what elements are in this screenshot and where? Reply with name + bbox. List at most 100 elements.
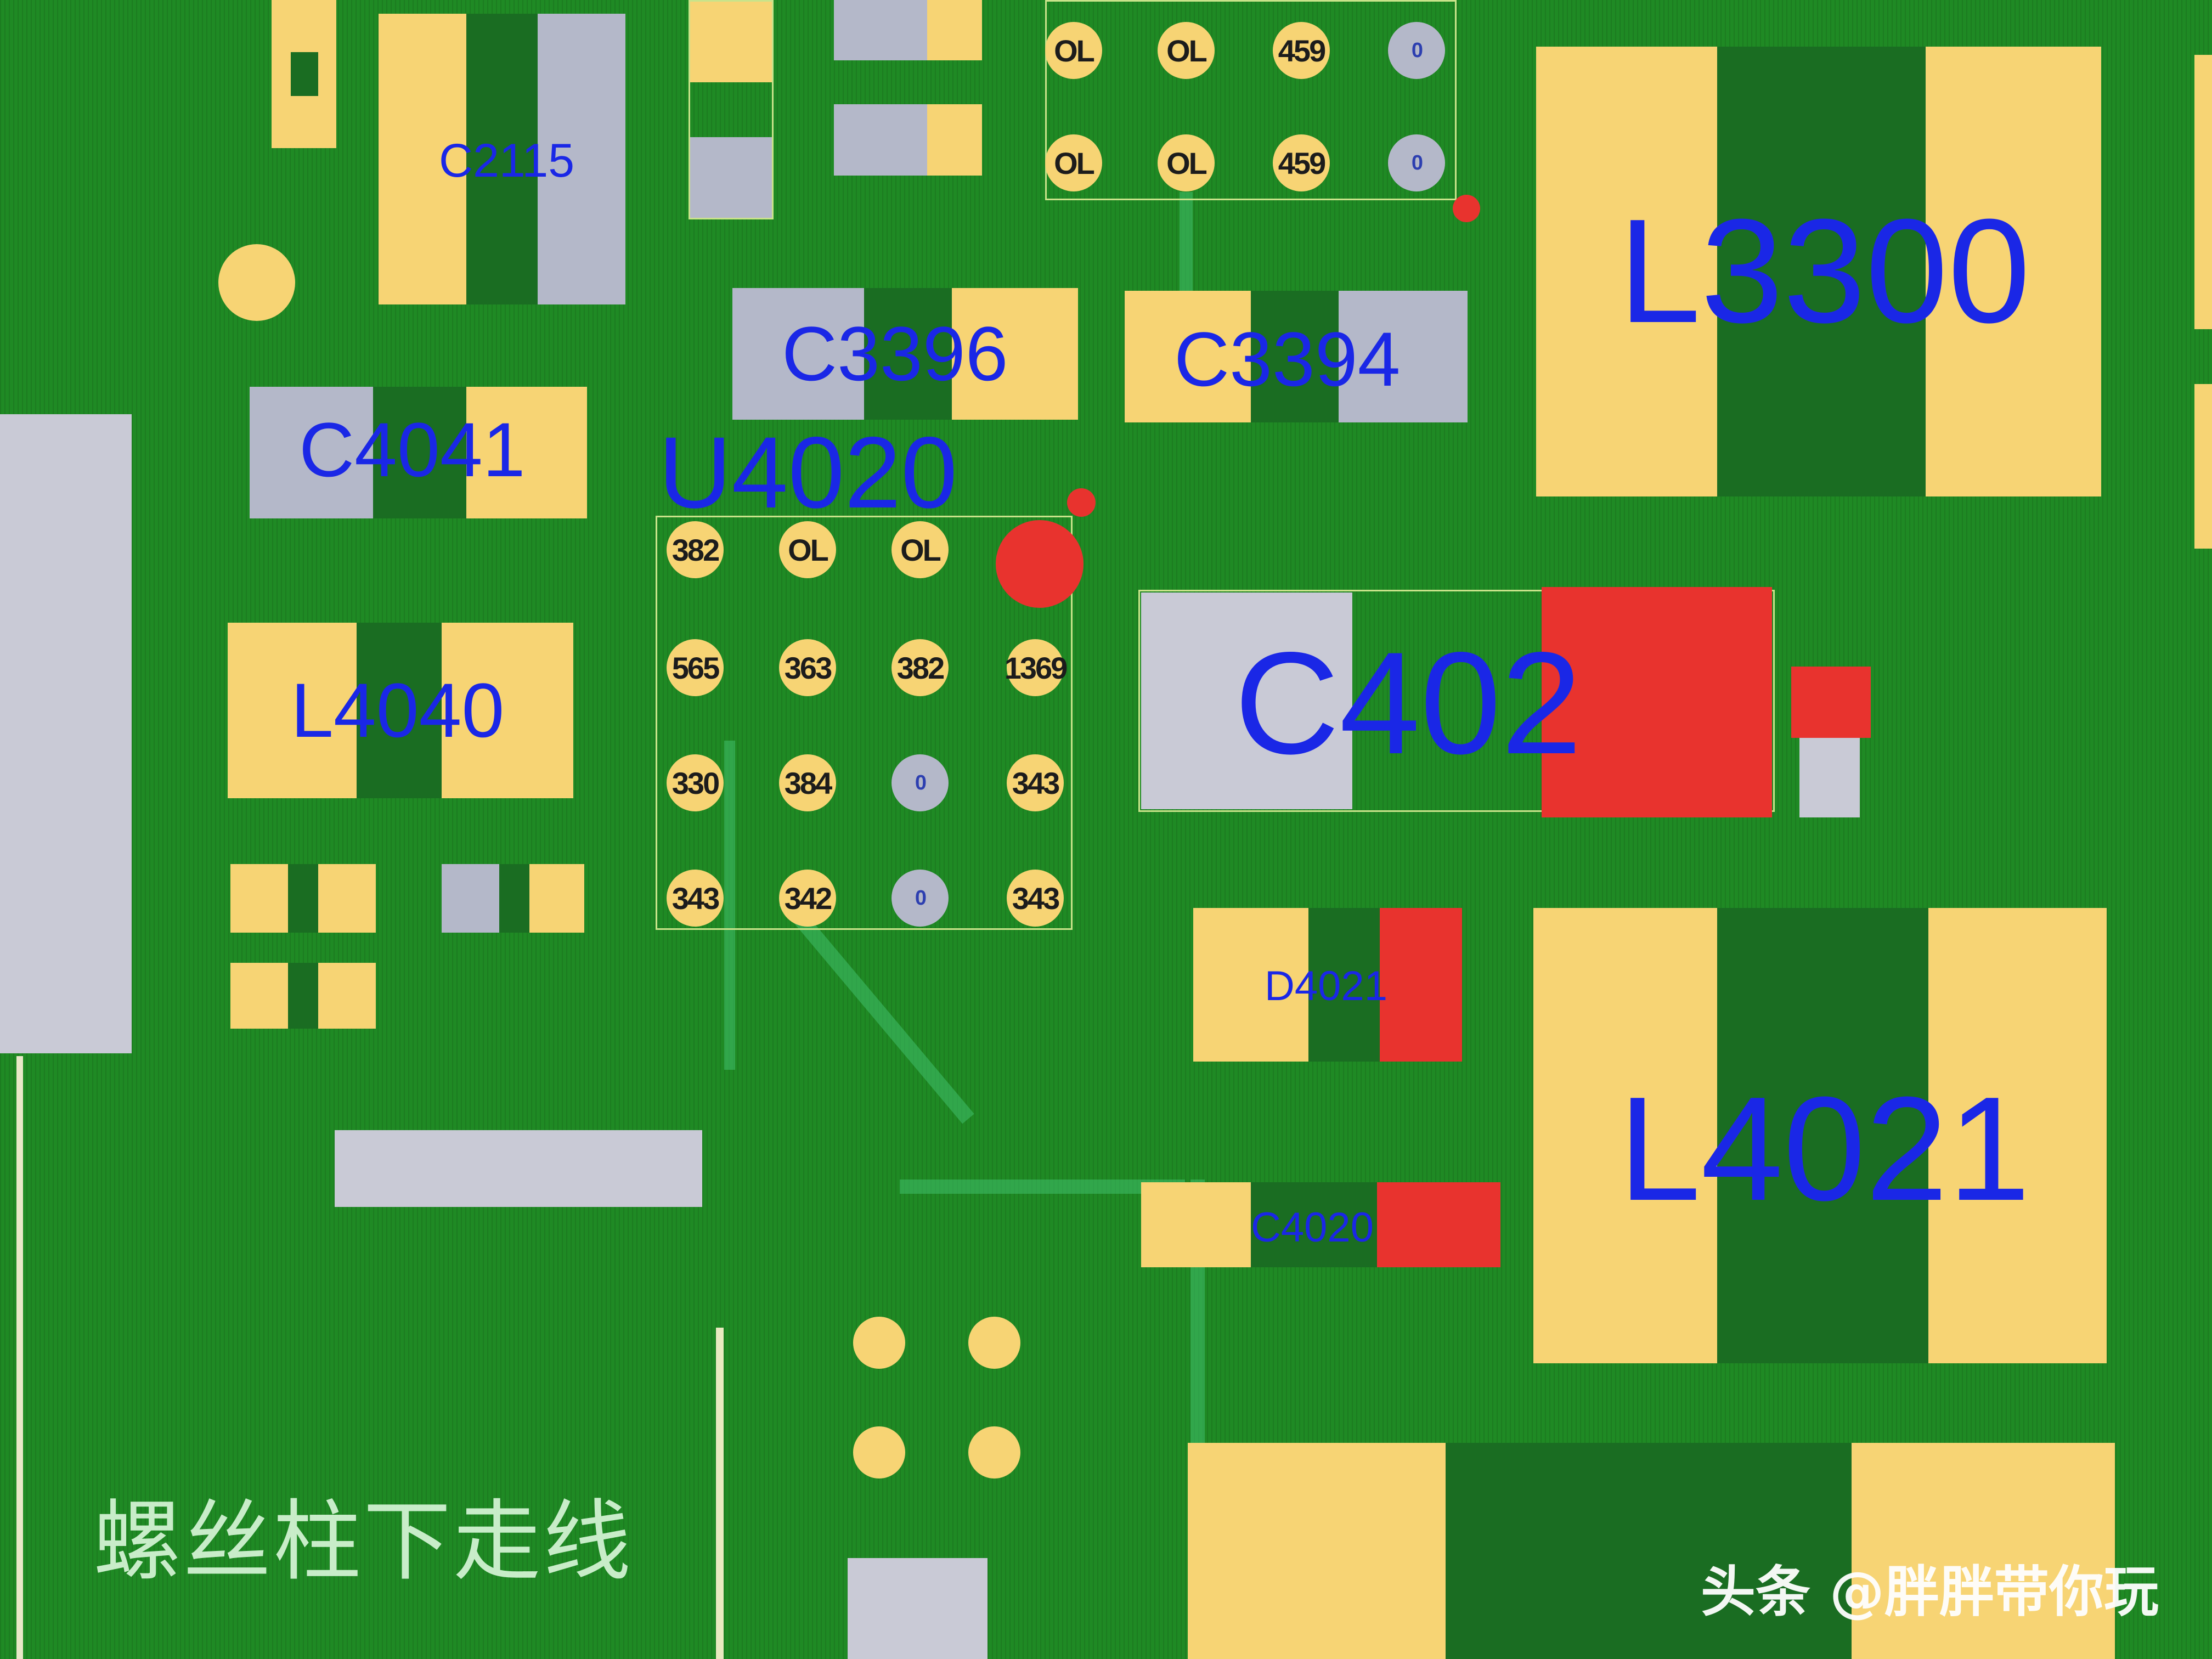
- capacitor-pad-highlight: [1377, 1182, 1500, 1267]
- small-component: [442, 864, 584, 933]
- small-resistor: [834, 104, 927, 176]
- test-point: [968, 1426, 1020, 1479]
- bga-ball: 342: [779, 870, 836, 927]
- small-resistor-pad: [927, 104, 982, 176]
- pcb-trace: [1180, 192, 1193, 302]
- top-connector-ball: OL: [1045, 134, 1102, 191]
- inductor-bottom: [1188, 1443, 2115, 1659]
- inductor-l3300: [1536, 47, 2101, 496]
- inductor-body: [1717, 908, 1928, 1363]
- bga-ball: 384: [779, 754, 836, 811]
- bga-ball: 565: [667, 639, 724, 696]
- small-resistor-pad: [927, 0, 982, 60]
- capacitor-pad-grey: [250, 387, 373, 518]
- pin1-marker: [1453, 195, 1480, 222]
- capacitor-body: [1251, 1182, 1377, 1267]
- small-pad-grey: [689, 137, 774, 219]
- capacitor-c2115: [379, 14, 625, 304]
- label-c402: C402: [1234, 622, 1582, 785]
- inductor-l4021: [1533, 908, 2107, 1363]
- diode-body: [1308, 908, 1380, 1062]
- bga-ball: 382: [667, 521, 724, 578]
- capacitor-c3396: [732, 288, 1078, 420]
- capacitor-c3394: [1125, 291, 1468, 422]
- test-point: [968, 1317, 1020, 1369]
- inductor-body: [1446, 1443, 1852, 1659]
- label-c3394: C3394: [1174, 316, 1401, 402]
- small-component-body: [499, 864, 529, 933]
- top-connector-ball: OL: [1158, 22, 1215, 79]
- label-d4021: D4021: [1265, 963, 1387, 1009]
- bga-ball: 382: [891, 639, 949, 696]
- bga-ball: OL: [779, 521, 836, 578]
- small-component-body: [288, 864, 318, 933]
- watermark: 头条 @胖胖带你玩: [1701, 1560, 2159, 1624]
- label-c4020: C4020: [1251, 1204, 1374, 1251]
- small-component-body: [288, 963, 318, 1029]
- small-pad-grey: [1799, 738, 1860, 817]
- bga-ball: 343: [1007, 754, 1064, 811]
- label-c3396: C3396: [782, 311, 1008, 397]
- grey-shield-pad: [0, 414, 132, 1053]
- diode-d4021: [1193, 908, 1462, 1062]
- bga-ball: 0: [891, 754, 949, 811]
- small-component-grey: [442, 864, 499, 933]
- pin1-marker-small: [1067, 488, 1096, 517]
- capacitor-c402-pad-grey: [1141, 592, 1352, 809]
- top-connector-ball: 459: [1273, 134, 1330, 191]
- annotation-text: 螺丝柱下走线: [93, 1490, 634, 1593]
- component-outline: [689, 0, 774, 219]
- capacitor-c4041: [250, 387, 587, 518]
- capacitor-pad-grey: [1339, 291, 1468, 422]
- small-pad-grey: [848, 1558, 988, 1659]
- bga-ball: 330: [667, 754, 724, 811]
- small-pad: [689, 0, 774, 82]
- top-connector-ball: 0: [1388, 22, 1445, 79]
- capacitor-pad-grey: [732, 288, 864, 420]
- inductor-l4040: [228, 623, 573, 798]
- capacitor-c402-outline: [1138, 590, 1775, 812]
- test-point: [853, 1317, 905, 1369]
- top-connector-outline: [1045, 0, 1457, 200]
- capacitor-body: [373, 387, 466, 518]
- small-resistor: [834, 0, 927, 60]
- inductor-body: [357, 623, 442, 798]
- ic-u4020-outline: [656, 516, 1073, 930]
- capacitor-body: [864, 288, 952, 420]
- bga-ball: 1369: [1005, 639, 1068, 696]
- pcb-trace: [724, 741, 735, 1070]
- label-l3300: L3300: [1618, 189, 2030, 354]
- component-top-left-body: [291, 52, 318, 96]
- edge-pad: [2194, 55, 2212, 329]
- top-connector-ball: 459: [1273, 22, 1330, 79]
- capacitor-pad-grey: [538, 14, 625, 304]
- top-connector-ball: 0: [1388, 134, 1445, 191]
- test-point: [218, 244, 295, 321]
- test-point: [853, 1426, 905, 1479]
- bga-ball: 363: [779, 639, 836, 696]
- bga-ball: 343: [667, 870, 724, 927]
- label-c4041: C4041: [299, 407, 526, 493]
- capacitor-body: [466, 14, 538, 304]
- highlighted-pad: [1791, 667, 1871, 738]
- pcb-trace: [900, 1180, 1185, 1194]
- board-edge-line: [16, 1056, 23, 1659]
- pin1-marker-large: [996, 520, 1084, 608]
- top-connector-ball: OL: [1158, 134, 1215, 191]
- grey-pad-bar: [335, 1130, 702, 1207]
- label-l4021: L4021: [1618, 1066, 2030, 1232]
- label-l4040: L4040: [291, 667, 505, 753]
- bga-ball: 343: [1007, 870, 1064, 927]
- diode-pad-highlight: [1380, 908, 1462, 1062]
- edge-pad: [2194, 384, 2212, 549]
- label-u4020: U4020: [658, 416, 958, 529]
- top-connector-ball: OL: [1045, 22, 1102, 79]
- bga-ball: OL: [891, 521, 949, 578]
- board-line: [716, 1328, 724, 1659]
- bga-ball: 0: [891, 870, 949, 927]
- small-component: [230, 963, 376, 1029]
- capacitor-c4020: [1141, 1182, 1500, 1267]
- label-c2115: C2115: [439, 134, 575, 187]
- capacitor-c402-pad-highlight: [1542, 587, 1772, 817]
